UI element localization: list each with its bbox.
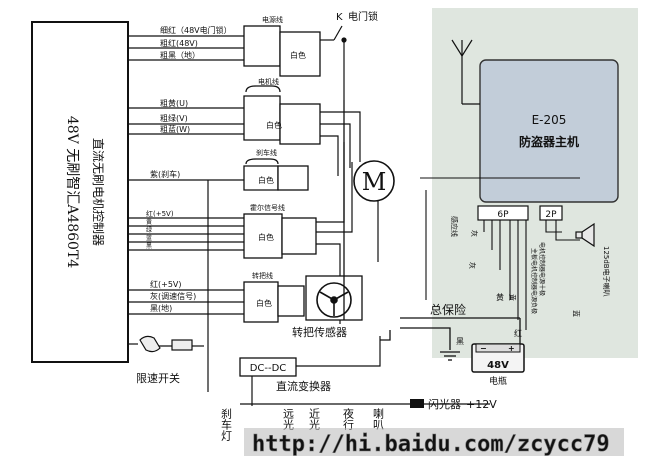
power-wire-1: 细红（48V电门锁） <box>160 25 232 35</box>
motor-connector-label: 电机线 <box>258 77 279 86</box>
alarm-name: 防盗器主机 <box>519 134 579 149</box>
throttle-wire-red: 红(+5V) <box>150 279 182 289</box>
hall-connector-color: 白色 <box>258 232 274 242</box>
battery-cap <box>475 343 521 353</box>
motor-circle <box>353 160 395 202</box>
alarm-label-yellow: 黄 <box>508 294 517 301</box>
watermark-text: http://hi.baidu.com/zcycc79 <box>252 432 610 457</box>
port-6p-label: 6P <box>497 210 509 220</box>
battery-plus: + <box>508 344 515 353</box>
alarm-wires <box>420 177 580 330</box>
hall-wire-red: 红(+5V) <box>146 209 174 218</box>
power-connector-color: 白色 <box>290 50 306 60</box>
throttle-wires <box>128 289 244 315</box>
throttle-connector-label: 转把线 <box>252 271 273 280</box>
watermark-band <box>244 428 624 456</box>
alarm-label-sense: 感应线 <box>450 216 459 237</box>
alarm-label-gray-1: 灰 <box>470 230 479 237</box>
battery-label: 电瓶 <box>489 375 507 387</box>
hall-wires <box>128 217 244 251</box>
speed-limit-switch <box>139 335 193 353</box>
battery-voltage: 48V <box>487 360 509 371</box>
hall-wire-blue: 蓝 <box>146 234 152 242</box>
door-lock-label: 电门锁 <box>348 10 378 23</box>
alarm-label-gray-2: 灰 <box>468 262 477 269</box>
hall-wire-green: 绿 <box>146 226 152 234</box>
ground-icon <box>440 351 460 361</box>
controller-subtitle: 直流无刷电机控制器 <box>91 138 105 246</box>
port-2p-label: 2P <box>545 210 557 220</box>
alarm-unit-box <box>479 59 619 203</box>
hall-wire-black: 黑 <box>146 243 152 250</box>
wire-label-yellow: 黄 <box>496 292 504 302</box>
battery-minus: − <box>480 344 487 353</box>
motor-wire-v: 粗绿(V) <box>160 113 188 123</box>
motor-wiring <box>320 111 379 262</box>
dcdc-wires <box>240 336 490 406</box>
power-wire-3: 粗黑（地） <box>160 50 200 60</box>
throttle-connector <box>243 281 305 323</box>
brake-wire-label: 紫(刹车) <box>150 169 180 179</box>
power-wire-2: 粗红(48V) <box>160 38 198 48</box>
speaker-label: 125dB电子喇叭 <box>602 246 611 297</box>
door-lock-switch <box>320 25 347 100</box>
throttle-connector-color: 白色 <box>256 298 272 308</box>
wire-label-red: 红 <box>514 328 522 338</box>
door-lock-symbol: K <box>336 12 343 23</box>
alarm-model: E-205 <box>532 113 567 127</box>
alarm-label-blue: 蓝 <box>572 310 581 317</box>
light-high-beam: 远光 <box>282 408 295 431</box>
power-connector <box>243 25 321 77</box>
brake-connector-color: 白色 <box>258 175 274 185</box>
motor-wire-u: 粗黄(U) <box>160 98 188 108</box>
fuse-label: 总保险 <box>430 302 466 317</box>
alarm-label-ctrl-plus: 电机控制器电源十极 <box>538 242 546 296</box>
power-wires <box>128 35 244 61</box>
dcdc-name: 直流变换器 <box>276 379 331 393</box>
speaker-icon <box>575 222 595 248</box>
light-low-beam: 近光 <box>308 408 321 431</box>
flasher-icon <box>410 399 424 408</box>
hall-connector-label: 霍尔信号线 <box>250 203 285 212</box>
light-night: 夜行 <box>342 407 355 431</box>
throttle-wire-gray: 灰(调速信号) <box>150 291 196 301</box>
throttle-wire-black: 黑(地) <box>150 303 172 313</box>
motor-connector <box>243 85 321 145</box>
throttle-sensor-label: 转把传感器 <box>292 325 347 339</box>
plus12-label: +12V <box>466 398 497 411</box>
light-horn: 喇叭 <box>372 407 385 430</box>
throttle-sensor-spokes <box>319 291 349 316</box>
antenna-icon <box>451 39 480 105</box>
controller-title: 48V 无刷智汇A4860T4 <box>64 116 80 268</box>
motor-symbol: M <box>362 168 387 196</box>
motor-wire-w: 粗蓝(W) <box>160 124 190 134</box>
hall-connector <box>243 213 317 259</box>
speed-limit-label: 限速开关 <box>136 371 180 385</box>
wire-label-black: 黑 <box>456 337 464 346</box>
brake-connector <box>243 158 309 191</box>
main-bus-wires <box>343 100 521 350</box>
dcdc-box <box>239 357 297 377</box>
port-2p <box>539 205 563 221</box>
controller-box <box>31 21 129 363</box>
port-6p <box>477 205 529 221</box>
speed-limit-wires <box>128 343 204 347</box>
hall-wire-yellow: 黄 <box>146 218 152 226</box>
dcdc-label: DC--DC <box>250 363 287 374</box>
motor-wires <box>128 107 244 135</box>
alarm-label-ctrl-minus: 主板电机控制器电源负极 <box>530 248 538 314</box>
motor-connector-color: 白色 <box>266 120 282 130</box>
power-connector-label: 电源线 <box>262 15 283 24</box>
brake-connector-label: 刹车线 <box>256 148 277 157</box>
light-brake: 刹车灯 <box>220 408 233 441</box>
flasher-label: 闪光器 <box>428 397 461 411</box>
